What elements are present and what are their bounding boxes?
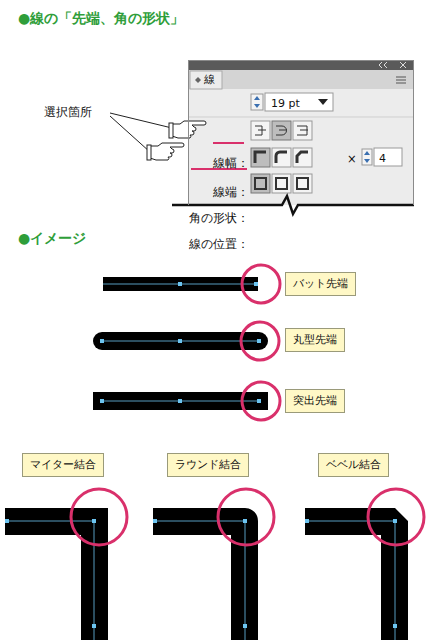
panel-text: × [347,151,357,167]
separator [188,117,414,118]
callout-label: 選択箇所 [44,104,92,121]
panel-text: 4 [379,151,386,167]
align-buttons [251,174,312,193]
label-text: バット先端 [293,277,348,291]
label-text: 突出先端 [293,394,337,408]
panel-tab-bar [188,70,414,89]
spinner [362,149,372,165]
panel-menu-icon [396,77,406,83]
leader-line [110,116,150,152]
highlight-circle [71,265,424,545]
label-box: バット先端 [285,272,356,296]
miter-join-sample [5,508,108,640]
label-box: 丸型先端 [285,328,345,352]
panel-text: 線端： [213,184,249,200]
spinner [251,94,263,110]
panel-tab [190,71,222,89]
label-text: ラウンド結合 [175,458,241,472]
panel-ground [188,60,414,205]
label-box: マイター結合 [22,453,104,477]
panel-text: 19 pt [271,96,300,112]
section-heading: ●イメージ [18,230,86,248]
butt-cap-sample [103,277,258,291]
label-box: 突出先端 [285,389,345,413]
dropdown-arrow [318,99,328,105]
label-text: ベベル結合 [326,458,381,472]
spinner-arrows [254,96,260,108]
tab-icon [195,77,201,83]
value-box [265,93,333,111]
label-box: ラウンド結合 [167,453,249,477]
cap-buttons [251,121,312,140]
join-buttons [251,148,312,167]
stroke-panel: 線線幅：19 pt線端：角の形状：×4線の位置： [188,60,414,205]
panel-text: 線 [204,72,215,88]
leader-line [110,113,172,128]
title: ●線の「先端、角の形状」 [18,10,184,28]
label-box: ベベル結合 [318,453,389,477]
panel-text: 線の位置： [189,236,249,252]
collapse-icon [379,62,387,68]
close-icon [400,62,406,68]
label-text: マイター結合 [30,458,96,472]
bevel-join-sample [305,508,408,640]
pointing-hand [147,143,184,160]
panel-text: 角の形状： [189,210,249,226]
value-box [374,148,402,166]
panel-title-bar [188,60,414,70]
panel-text: 線幅： [213,155,249,171]
round-join-sample [153,508,258,640]
spinner-arrows [364,151,370,163]
underline [213,142,244,144]
label-text: 丸型先端 [293,333,337,347]
